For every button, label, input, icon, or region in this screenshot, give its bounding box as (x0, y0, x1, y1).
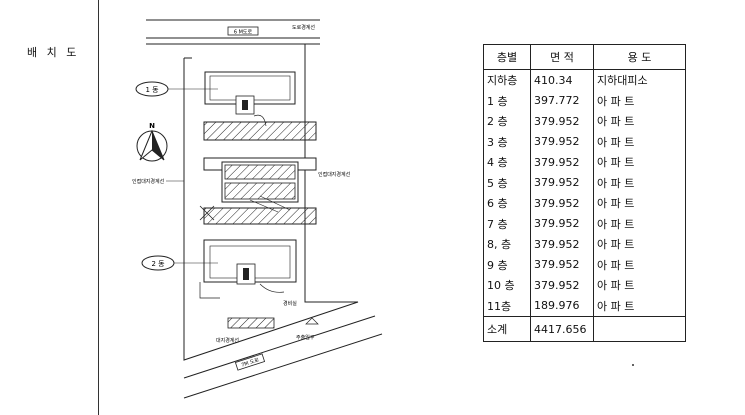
floor-cell: 5 층 (483, 172, 531, 193)
area-cell: 379.952 (530, 193, 594, 214)
north-arrow-icon: N (136, 122, 168, 162)
building-1-label: 1 동 (145, 86, 159, 94)
site-plan-drawing: 6 M도로 도로경계선 인접대지경계선 인접대지경계선 1 동 N (132, 19, 383, 399)
floor-cell: 지하층 (483, 69, 531, 91)
area-cell: 379.952 (530, 254, 594, 275)
top-road: 6 M도로 도로경계선 (146, 19, 320, 45)
gate-label: 경비실 (283, 300, 297, 307)
north-label: N (149, 122, 155, 130)
header-area: 면 적 (530, 44, 594, 70)
area-cell: 379.952 (530, 152, 594, 173)
total-use (593, 316, 686, 342)
total-area: 4417.656 (530, 316, 594, 342)
building-1 (204, 71, 296, 127)
use-cell: 아 파 트 (597, 217, 635, 231)
area-cell: 410.34 (530, 69, 594, 91)
floor-cell: 6 층 (483, 193, 531, 214)
building-2 (199, 239, 297, 299)
margin-divider (98, 0, 99, 415)
floor-cell: 1 층 (483, 90, 531, 111)
use-cell: 아 파 트 (597, 238, 635, 252)
area-table-header: 층별 면 적 용 도 (483, 44, 686, 70)
use-cell: 아 파 트 (597, 115, 635, 129)
use-cell: 아 파 트 (597, 135, 635, 149)
floor-cell: 11층 (483, 295, 531, 317)
use-cell: 아 파 트 (597, 299, 635, 313)
use-cell: 아 파 트 (597, 156, 635, 170)
area-cell: 379.952 (530, 213, 594, 234)
area-cell: 397.772 (530, 90, 594, 111)
building-2-label: 2 동 (151, 260, 165, 268)
use-cell: 지하대피소 (597, 74, 648, 88)
area-cell: 379.952 (530, 111, 594, 132)
floor-cell: 10 층 (483, 275, 531, 296)
area-cell: 379.952 (530, 234, 594, 255)
floor-cell: 4 층 (483, 152, 531, 173)
use-cell: 아 파 트 (597, 94, 635, 108)
floor-cell: 2 층 (483, 111, 531, 132)
page-title: 배 치 도 (27, 46, 80, 59)
left-boundary-label: 인접대지경계선 (132, 178, 165, 185)
area-cell: 379.952 (530, 131, 594, 152)
area-cell: 379.952 (530, 172, 594, 193)
floor-cell: 7 층 (483, 213, 531, 234)
header-use: 용 도 (593, 44, 686, 70)
floor-cell: 3 층 (483, 131, 531, 152)
parking-area (199, 121, 317, 225)
area-cell: 189.976 (530, 295, 594, 317)
entrance-label: 주출입구 (296, 334, 315, 341)
stray-mark (632, 364, 634, 366)
right-boundary-label: 인접대지경계선 (318, 171, 351, 178)
use-cell: 아 파 트 (597, 279, 635, 293)
bottom-road-label: 7M 도로 (241, 357, 261, 368)
use-cell: 아 파 트 (597, 176, 635, 190)
bottom-road: 7M 도로 (183, 315, 383, 399)
top-road-label: 6 M도로 (234, 30, 253, 36)
bottom-boundary-label: 대지경계선 (216, 337, 239, 344)
area-cell: 379.952 (530, 275, 594, 296)
use-cell: 아 파 트 (597, 258, 635, 272)
total-label: 소계 (483, 316, 531, 342)
floor-cell: 8, 층 (483, 234, 531, 255)
use-cell: 아 파 트 (597, 197, 635, 211)
site-boundary (183, 44, 359, 361)
floor-cell: 9 층 (483, 254, 531, 275)
header-floor: 층별 (483, 44, 531, 70)
top-boundary-label: 도로경계선 (292, 24, 315, 31)
